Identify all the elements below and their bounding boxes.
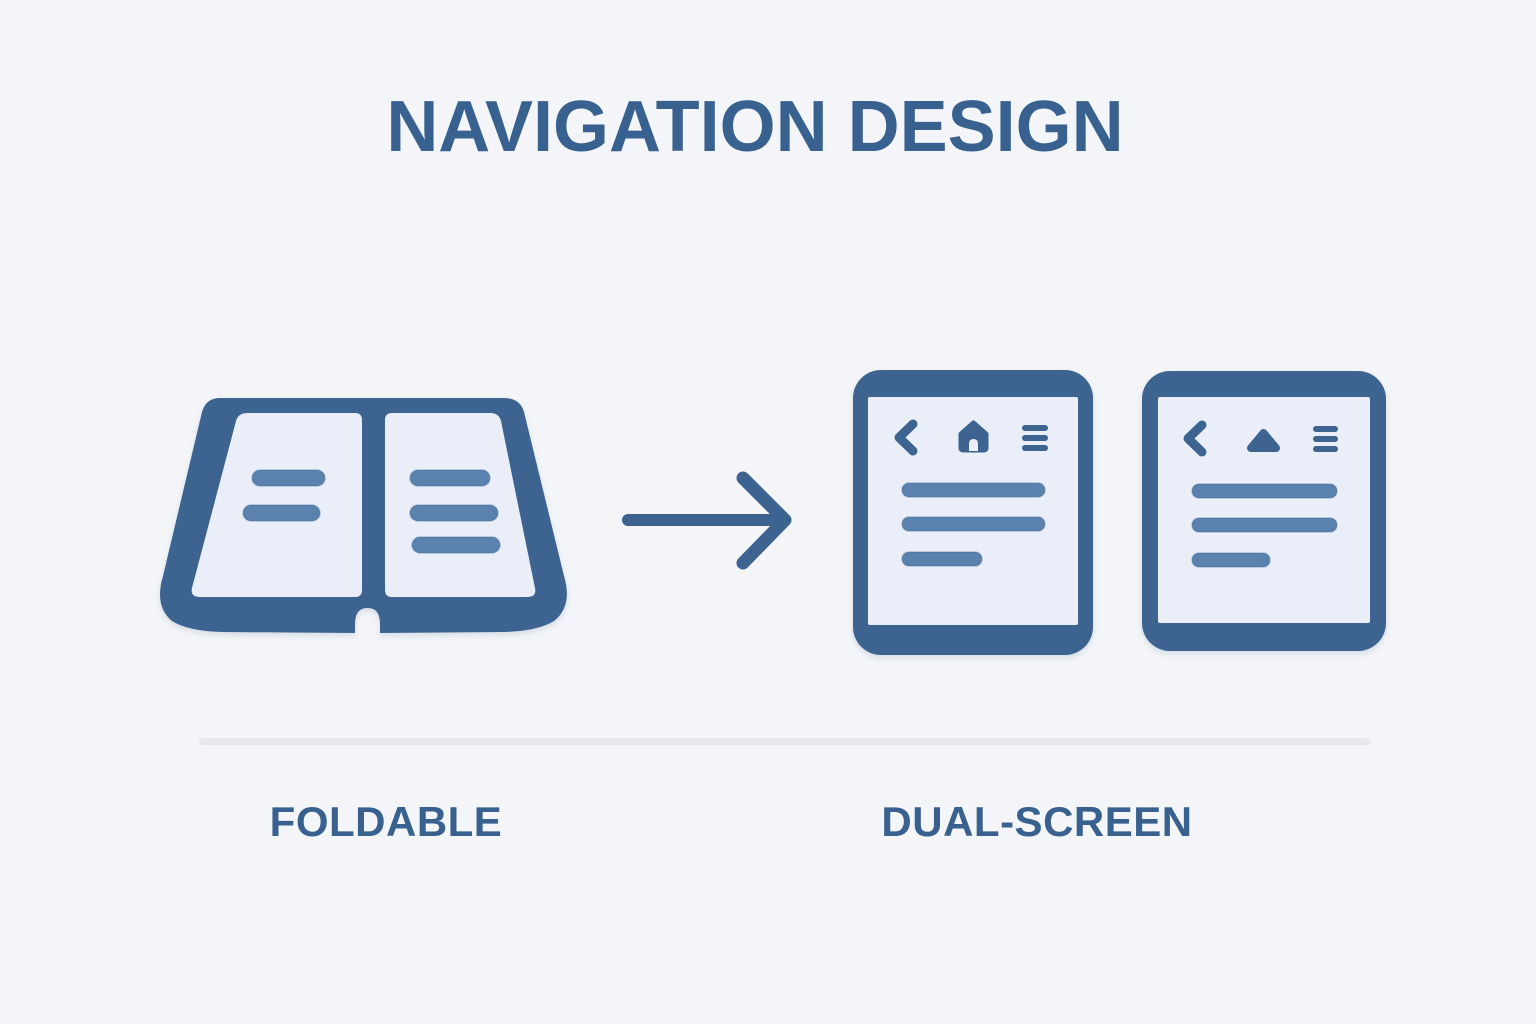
text-line bbox=[411, 536, 501, 554]
home-icon bbox=[958, 420, 989, 453]
page-title: NAVIGATION DESIGN bbox=[386, 87, 1124, 167]
up-triangle-icon bbox=[1247, 429, 1280, 452]
text-line bbox=[242, 504, 321, 522]
content-lines bbox=[901, 482, 1046, 567]
text-line bbox=[901, 482, 1046, 498]
text-line bbox=[901, 551, 983, 567]
text-line bbox=[409, 504, 499, 522]
nav-bar bbox=[1183, 420, 1338, 457]
arrow-head bbox=[736, 471, 792, 570]
back-chevron-icon bbox=[894, 419, 918, 456]
text-line bbox=[1191, 483, 1338, 499]
label-dual-screen: DUAL-SCREEN bbox=[881, 798, 1193, 845]
foldable-device-graphic bbox=[160, 398, 567, 633]
text-line bbox=[251, 469, 326, 487]
text-line bbox=[1191, 552, 1271, 568]
tablet-screen bbox=[868, 397, 1078, 625]
content-lines bbox=[1191, 483, 1338, 568]
text-line bbox=[409, 469, 491, 487]
left-tablet-graphic bbox=[853, 370, 1093, 655]
dual-screen-right-tablet-icon bbox=[1142, 371, 1386, 651]
text-line bbox=[1191, 517, 1338, 533]
arrow-right-icon bbox=[615, 460, 800, 580]
nav-bar bbox=[894, 419, 1048, 456]
foldable-right-text-lines bbox=[409, 469, 501, 554]
foldable-left-text-lines bbox=[242, 469, 326, 522]
menu-icon bbox=[1022, 425, 1048, 451]
right-tablet-graphic bbox=[1142, 371, 1386, 651]
arrow-right-graphic bbox=[622, 471, 792, 570]
back-chevron-icon bbox=[1183, 420, 1207, 457]
foldable-device-icon bbox=[158, 396, 568, 638]
menu-icon bbox=[1313, 426, 1338, 452]
dual-screen-left-tablet-icon bbox=[853, 370, 1093, 655]
text-line bbox=[901, 516, 1046, 532]
divider-line bbox=[199, 738, 1370, 745]
label-foldable: FOLDABLE bbox=[269, 798, 503, 845]
